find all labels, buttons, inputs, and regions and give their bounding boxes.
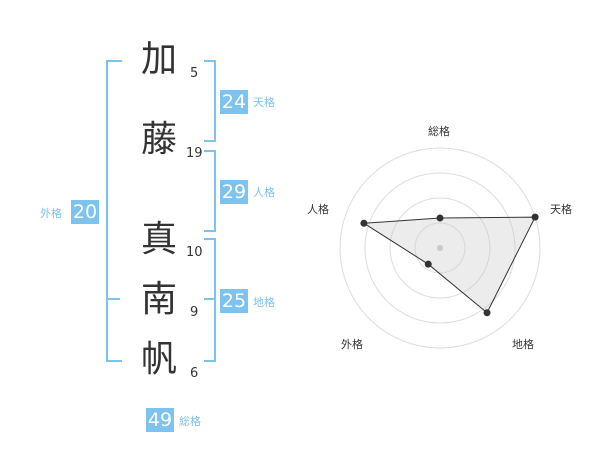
stroke-count-3: 10 — [186, 245, 203, 260]
chikaku-badge: 25 — [220, 289, 248, 313]
jinkaku-bracket — [204, 150, 216, 232]
radar-ring — [339, 147, 541, 349]
gaikaku-bracket — [106, 60, 122, 362]
char-3: 真 — [141, 219, 178, 260]
stroke-count-1: 5 — [190, 66, 199, 81]
char-4: 南 — [141, 279, 178, 320]
char-2: 藤 — [141, 119, 178, 160]
stroke-count-2: 19 — [186, 146, 203, 161]
radar-ring — [364, 172, 516, 324]
gaikaku-badge: 20 — [71, 200, 99, 224]
stroke-count-5: 6 — [190, 366, 199, 381]
chikaku-bracket — [204, 238, 216, 362]
soukaku-label: 総格 — [179, 415, 201, 428]
radar-point-0 — [436, 214, 444, 222]
radar-ring — [414, 222, 466, 274]
tenkaku-badge: 24 — [220, 90, 248, 114]
stroke-count-4: 9 — [190, 305, 199, 320]
char-1: 加 — [141, 39, 178, 80]
radar-ring — [389, 197, 491, 299]
jinkaku-label: 人格 — [253, 186, 275, 199]
radar-point-1 — [531, 213, 539, 221]
chikaku-label: 地格 — [253, 296, 275, 309]
radar-label-soukaku: 総格 — [428, 125, 450, 138]
radar-label-jinkaku: 人格 — [307, 203, 329, 216]
gaikaku-label: 外格 — [40, 207, 62, 220]
gaikaku-bracket-divider — [106, 298, 120, 300]
radar-series-shape — [362, 216, 536, 314]
radar-point-2 — [483, 309, 491, 317]
radar-center — [437, 245, 443, 251]
radar-label-gaikaku: 外格 — [341, 338, 363, 351]
tenkaku-label: 天格 — [253, 96, 275, 109]
radar-point-4 — [360, 219, 368, 227]
jinkaku-badge: 29 — [220, 180, 248, 204]
char-5: 帆 — [141, 339, 178, 380]
soukaku-badge: 49 — [146, 408, 174, 432]
chikaku-bracket-divider — [204, 298, 214, 300]
radar-label-tenkaku: 天格 — [550, 203, 572, 216]
radar-label-chikaku: 地格 — [512, 338, 534, 351]
tenkaku-bracket — [204, 60, 216, 142]
radar-point-3 — [424, 260, 432, 268]
